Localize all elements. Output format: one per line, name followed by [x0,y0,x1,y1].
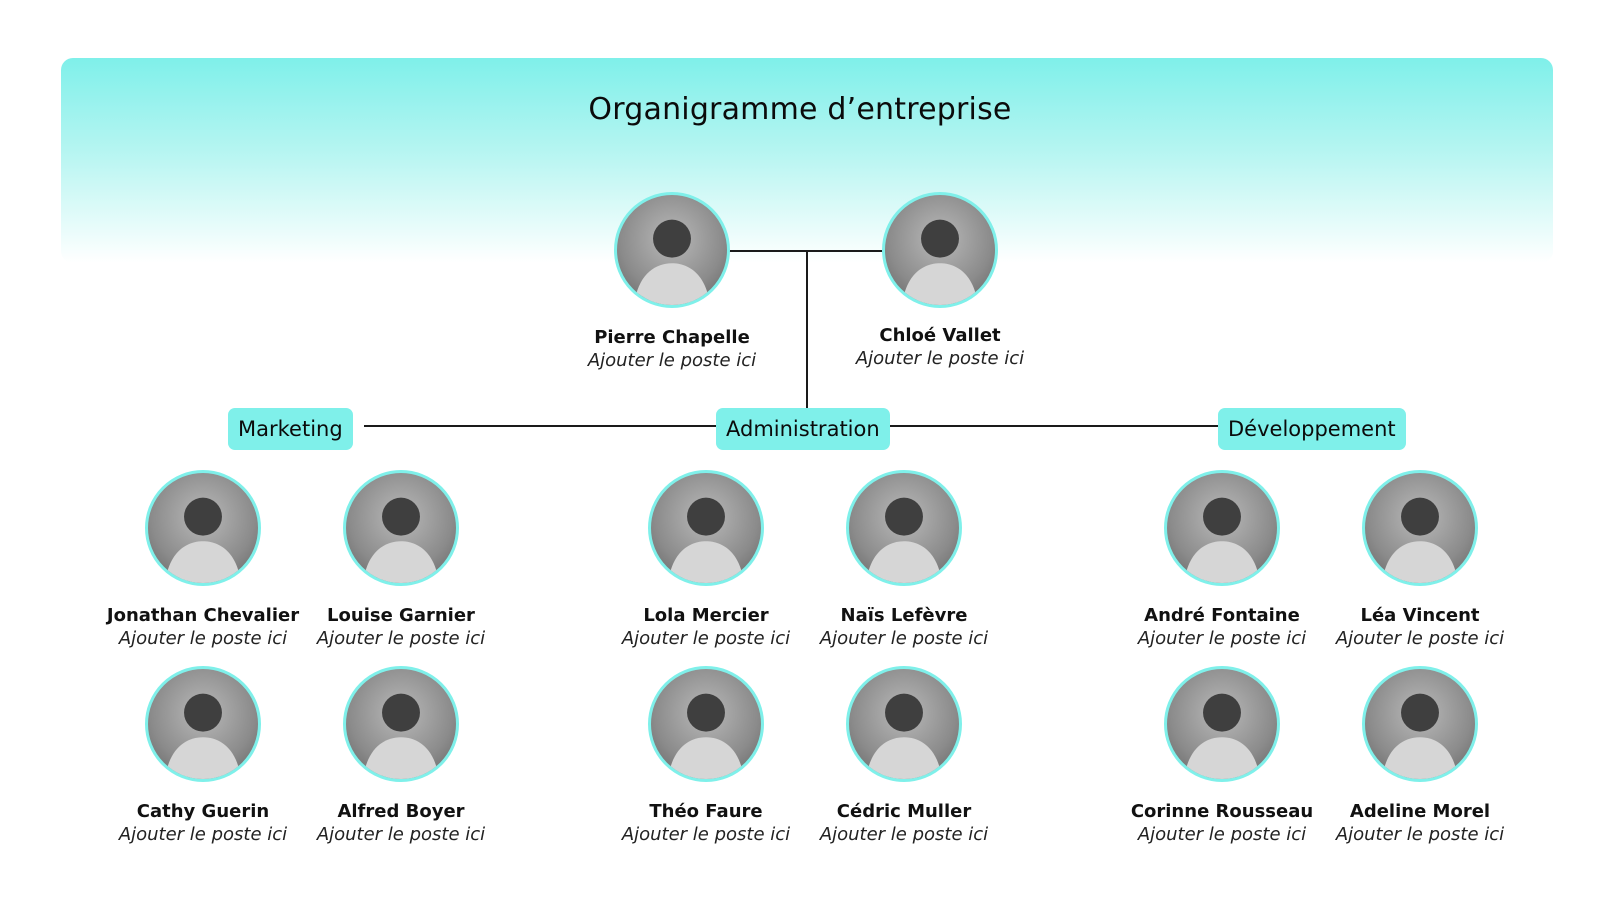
person-silhouette-icon [165,497,241,583]
person-role: Ajouter le poste ici [819,628,989,649]
avatar [1164,470,1280,586]
person-silhouette-icon [634,219,710,305]
person-role: Ajouter le poste ici [855,348,1025,369]
leaders-connector [716,250,883,252]
avatar [1362,666,1478,782]
trunk-connector [806,250,808,410]
department-label-developpement: Développement [1218,408,1406,450]
person-silhouette-icon [668,497,744,583]
person-role: Ajouter le poste ici [1137,628,1307,649]
person-role: Ajouter le poste ici [1335,824,1505,845]
person-role: Ajouter le poste ici [118,824,288,845]
person-name: Corinne Rousseau [1130,801,1314,822]
person-name: Alfred Boyer [337,801,465,822]
person-name: Naïs Lefèvre [840,605,968,626]
avatar [145,470,261,586]
person-silhouette-icon [1184,497,1260,583]
person-silhouette-icon [902,219,978,305]
avatar [648,666,764,782]
person-silhouette-icon [1382,497,1458,583]
page-title: Organigramme d’entreprise [588,92,1012,127]
avatar [343,666,459,782]
person-role: Ajouter le poste ici [819,824,989,845]
person-silhouette-icon [363,693,439,779]
person-silhouette-icon [668,693,744,779]
person-role: Ajouter le poste ici [1137,824,1307,845]
person-silhouette-icon [866,693,942,779]
avatar [846,666,962,782]
person-silhouette-icon [1382,693,1458,779]
person-name: Adeline Morel [1349,801,1491,822]
person-name: Pierre Chapelle [594,327,750,348]
person-silhouette-icon [165,693,241,779]
header-band [61,58,1553,263]
avatar [846,470,962,586]
person-role: Ajouter le poste ici [621,824,791,845]
person-silhouette-icon [866,497,942,583]
avatar [145,666,261,782]
person-role: Ajouter le poste ici [316,628,486,649]
person-silhouette-icon [363,497,439,583]
person-name: André Fontaine [1144,605,1300,626]
person-name: Cathy Guerin [136,801,270,822]
avatar [614,192,730,308]
department-label-marketing: Marketing [228,408,353,450]
person-name: Chloé Vallet [879,325,1001,346]
person-role: Ajouter le poste ici [587,350,757,371]
person-name: Théo Faure [649,801,763,822]
person-name: Cédric Muller [836,801,972,822]
avatar [648,470,764,586]
avatar [882,192,998,308]
person-name: Louise Garnier [327,605,475,626]
person-role: Ajouter le poste ici [621,628,791,649]
avatar [1362,470,1478,586]
person-role: Ajouter le poste ici [118,628,288,649]
person-name: Léa Vincent [1360,605,1480,626]
person-name: Jonathan Chevalier [106,605,300,626]
avatar [343,470,459,586]
person-silhouette-icon [1184,693,1260,779]
department-label-administration: Administration [716,408,890,450]
person-role: Ajouter le poste ici [316,824,486,845]
person-role: Ajouter le poste ici [1335,628,1505,649]
person-name: Lola Mercier [643,605,769,626]
avatar [1164,666,1280,782]
